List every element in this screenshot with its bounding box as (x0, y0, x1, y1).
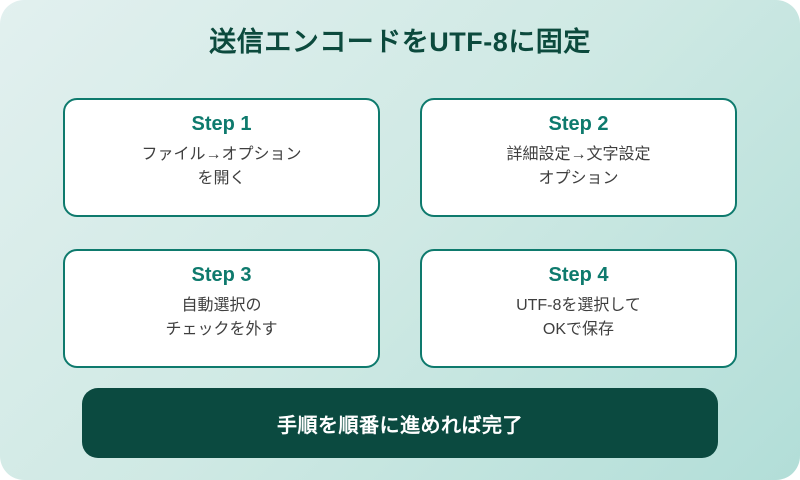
step-card-1: Step 1 ファイル→オプション を開く (63, 98, 380, 217)
step-2-description: 詳細設定→文字設定 オプション (506, 143, 650, 191)
step-2-label: Step 2 (548, 113, 609, 135)
completion-banner: 手順を順番に進めれば完了 (82, 388, 718, 458)
completion-banner-text: 手順を順番に進めれば完了 (277, 414, 523, 437)
step-3-description: 自動選択の チェックを外す (165, 294, 277, 342)
step-3-line-1: 自動選択の (181, 297, 262, 314)
step-4-line-1: UTF-8を選択して (516, 297, 641, 314)
step-3-line-2: チェックを外す (165, 321, 278, 338)
step-4-label: Step 4 (548, 264, 609, 286)
step-2-line-2: オプション (538, 170, 619, 187)
step-1-description: ファイル→オプション を開く (141, 143, 301, 191)
steps-grid: Step 1 ファイル→オプション を開く Step 2 詳細設定→文字設定 オ… (63, 98, 737, 368)
step-1-label: Step 1 (191, 113, 252, 135)
step-4-description: UTF-8を選択して OKで保存 (516, 294, 641, 342)
page-title: 送信エンコードをUTF-8に固定 (209, 27, 591, 57)
step-1-line-2: を開く (197, 170, 246, 187)
step-3-label: Step 3 (191, 264, 252, 286)
step-card-3: Step 3 自動選択の チェックを外す (63, 249, 380, 368)
step-card-4: Step 4 UTF-8を選択して OKで保存 (420, 249, 737, 368)
step-4-line-2: OKで保存 (542, 321, 615, 338)
step-2-line-1: 詳細設定→文字設定 (506, 146, 651, 163)
step-card-2: Step 2 詳細設定→文字設定 オプション (420, 98, 737, 217)
step-1-line-1: ファイル→オプション (141, 146, 302, 163)
